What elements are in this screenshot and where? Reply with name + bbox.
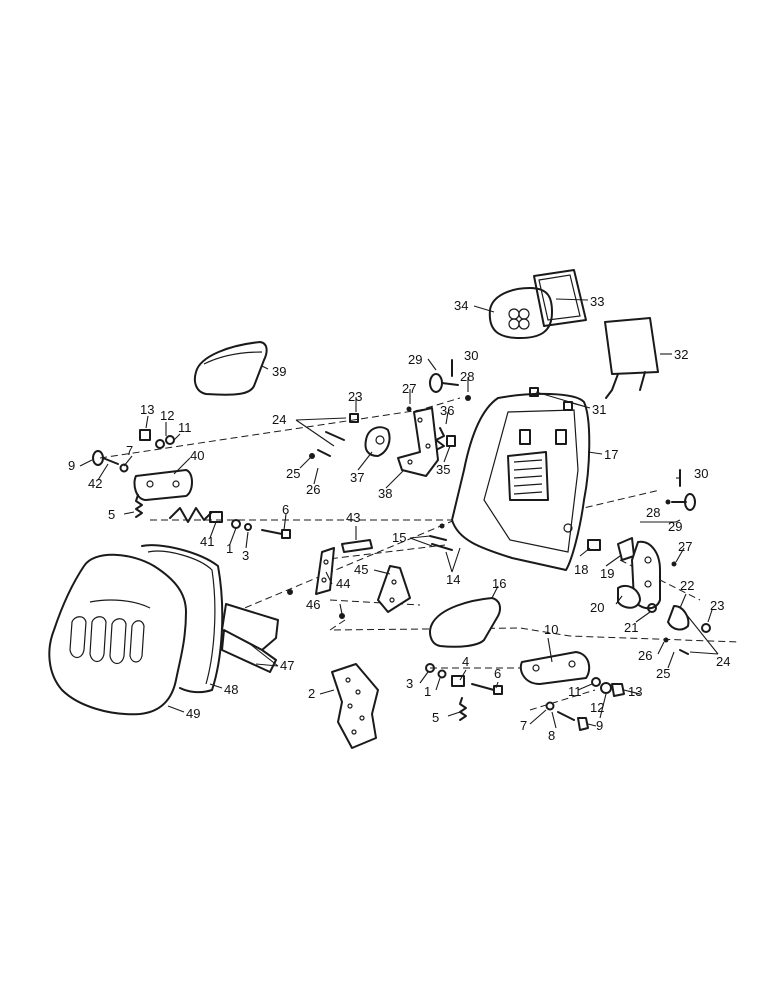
callout-12-bottom: 12 — [590, 700, 604, 715]
headrest-frame-33 — [533, 269, 587, 327]
callout-28-bottom: 28 — [646, 505, 660, 520]
fasteners-lower-right — [545, 677, 625, 731]
bar-43 — [341, 539, 373, 553]
callout-15: 15 — [392, 530, 406, 545]
screws-14-15 — [429, 523, 453, 551]
link-41 — [169, 507, 291, 539]
callout-41: 41 — [200, 534, 214, 549]
callout-25-top: 25 — [286, 466, 300, 481]
callout-34: 34 — [454, 298, 468, 313]
callout-30-bottom: 30 — [694, 466, 708, 481]
knob-29-top — [429, 359, 459, 393]
lever-10 — [519, 651, 591, 685]
callout-22: 22 — [680, 578, 694, 593]
callout-43: 43 — [346, 510, 360, 525]
spring-5-left — [135, 494, 143, 518]
callout-39: 39 — [272, 364, 286, 379]
callout-45: 45 — [354, 562, 368, 577]
callout-32: 32 — [674, 347, 688, 362]
callout-47: 47 — [280, 658, 294, 673]
callout-27-bottom: 27 — [678, 539, 692, 554]
callout-2: 2 — [308, 686, 315, 701]
callout-11-top: 11 — [178, 420, 192, 435]
leader-lines — [79, 298, 719, 729]
callout-23-bottom: 23 — [710, 598, 724, 613]
callout-7-top: 7 — [126, 443, 133, 458]
callout-1-top: 1 — [226, 541, 233, 556]
callout-16: 16 — [492, 576, 506, 591]
callout-13-top: 13 — [140, 402, 154, 417]
callout-29-bottom: 29 — [668, 519, 682, 534]
callout-5-top: 5 — [108, 507, 115, 522]
callout-3-top: 3 — [242, 548, 249, 563]
callout-27-top: 27 — [402, 381, 416, 396]
spring-36 — [435, 427, 456, 451]
callout-9-bottom: 9 — [596, 718, 603, 733]
callout-20: 20 — [590, 600, 604, 615]
callout-13-bottom: 13 — [628, 684, 642, 699]
callout-23-top: 23 — [348, 389, 362, 404]
seat-cushion-49 — [48, 553, 187, 716]
armrest-pad-16 — [429, 597, 501, 648]
callout-49: 49 — [186, 706, 200, 721]
callout-40: 40 — [190, 448, 204, 463]
callout-38: 38 — [378, 486, 392, 501]
fasteners-upper-left — [92, 429, 175, 473]
callout-46: 46 — [306, 597, 320, 612]
callout-26-top: 26 — [306, 482, 320, 497]
callout-labels: 33 34 32 31 17 29 30 28 27 36 35 23 24 2… — [68, 294, 730, 743]
armrest-pad-39 — [193, 341, 268, 396]
plate-37 — [364, 426, 391, 457]
plate-2 — [331, 663, 379, 749]
callout-21: 21 — [624, 620, 638, 635]
callout-6-bottom: 6 — [494, 666, 501, 681]
callout-19: 19 — [600, 566, 614, 581]
callout-29-top: 29 — [408, 352, 422, 367]
head-pad-34 — [488, 287, 553, 339]
callout-26-bottom: 26 — [638, 648, 652, 663]
callout-5-bottom: 5 — [432, 710, 439, 725]
callout-6-top: 6 — [282, 502, 289, 517]
callout-31: 31 — [592, 402, 606, 417]
callout-17: 17 — [604, 447, 618, 462]
fasteners-lower-center — [425, 663, 503, 721]
callout-24-bottom: 24 — [716, 654, 730, 669]
headrest-32 — [604, 317, 659, 399]
callout-25-bottom: 25 — [656, 666, 670, 681]
right-mechanism — [587, 469, 711, 655]
bracket-44 — [315, 547, 335, 595]
callout-3-bottom: 3 — [406, 676, 413, 691]
bracket-38 — [397, 407, 439, 477]
cushion-frame-48 — [141, 544, 224, 694]
callout-36: 36 — [440, 403, 454, 418]
callout-7-bottom: 7 — [520, 718, 527, 733]
callout-28-top: 28 — [460, 369, 474, 384]
callout-37: 37 — [350, 470, 364, 485]
callout-30-top: 30 — [464, 348, 478, 363]
callout-10: 10 — [544, 622, 558, 637]
bracket-45 — [377, 565, 411, 613]
callout-18: 18 — [574, 562, 588, 577]
callout-12-top: 12 — [160, 408, 174, 423]
callout-44: 44 — [336, 576, 350, 591]
callout-8: 8 — [548, 728, 555, 743]
seat-back-pan-17 — [451, 392, 591, 571]
callout-35: 35 — [436, 462, 450, 477]
fasteners-upper-center — [309, 406, 412, 459]
callout-4: 4 — [462, 654, 469, 669]
callout-33: 33 — [590, 294, 604, 309]
lever-40 — [133, 469, 193, 501]
callout-11-bottom: 11 — [568, 684, 582, 699]
callout-1-bottom: 1 — [424, 684, 431, 699]
callout-24-top: 24 — [272, 412, 286, 427]
callout-42: 42 — [88, 476, 102, 491]
strips-47 — [221, 603, 279, 673]
callout-14: 14 — [446, 572, 460, 587]
callout-9-top: 9 — [68, 458, 75, 473]
callout-48: 48 — [224, 682, 238, 697]
